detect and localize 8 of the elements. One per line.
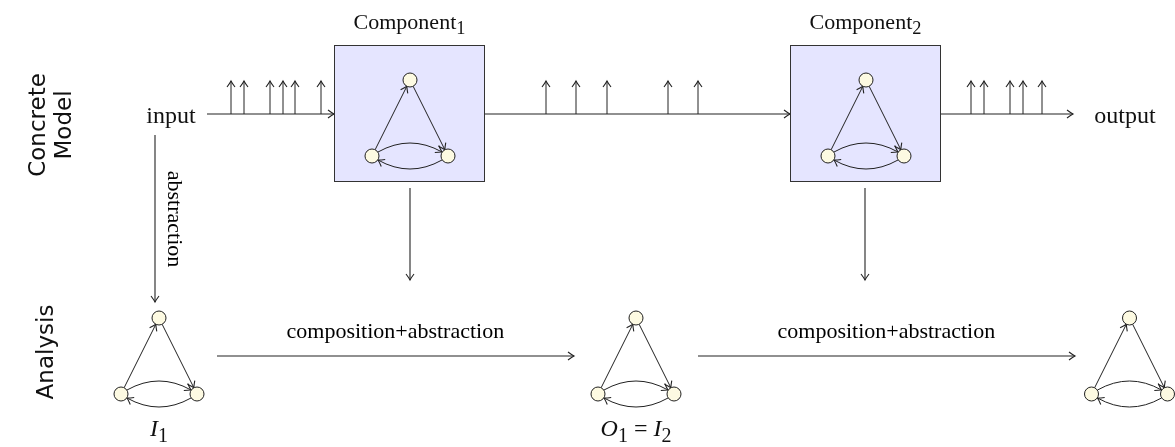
row-label: Analysis	[31, 304, 58, 400]
graph-label: I$_{1}$	[149, 414, 169, 447]
io-label: output	[1093, 101, 1157, 130]
graph-label: O$_{1}$ = I$_{2}$	[599, 414, 673, 447]
io-label: input	[145, 101, 197, 130]
component-title: Component$_{1}$	[352, 9, 467, 41]
row-label: Concrete Model	[23, 73, 76, 177]
component-title: Component$_{2}$	[808, 9, 923, 41]
